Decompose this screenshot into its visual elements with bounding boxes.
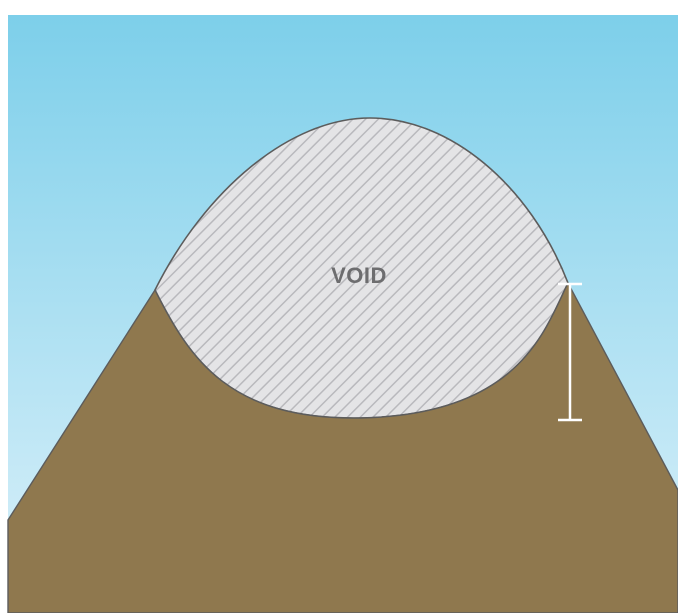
void-label: VOID [331,263,387,288]
